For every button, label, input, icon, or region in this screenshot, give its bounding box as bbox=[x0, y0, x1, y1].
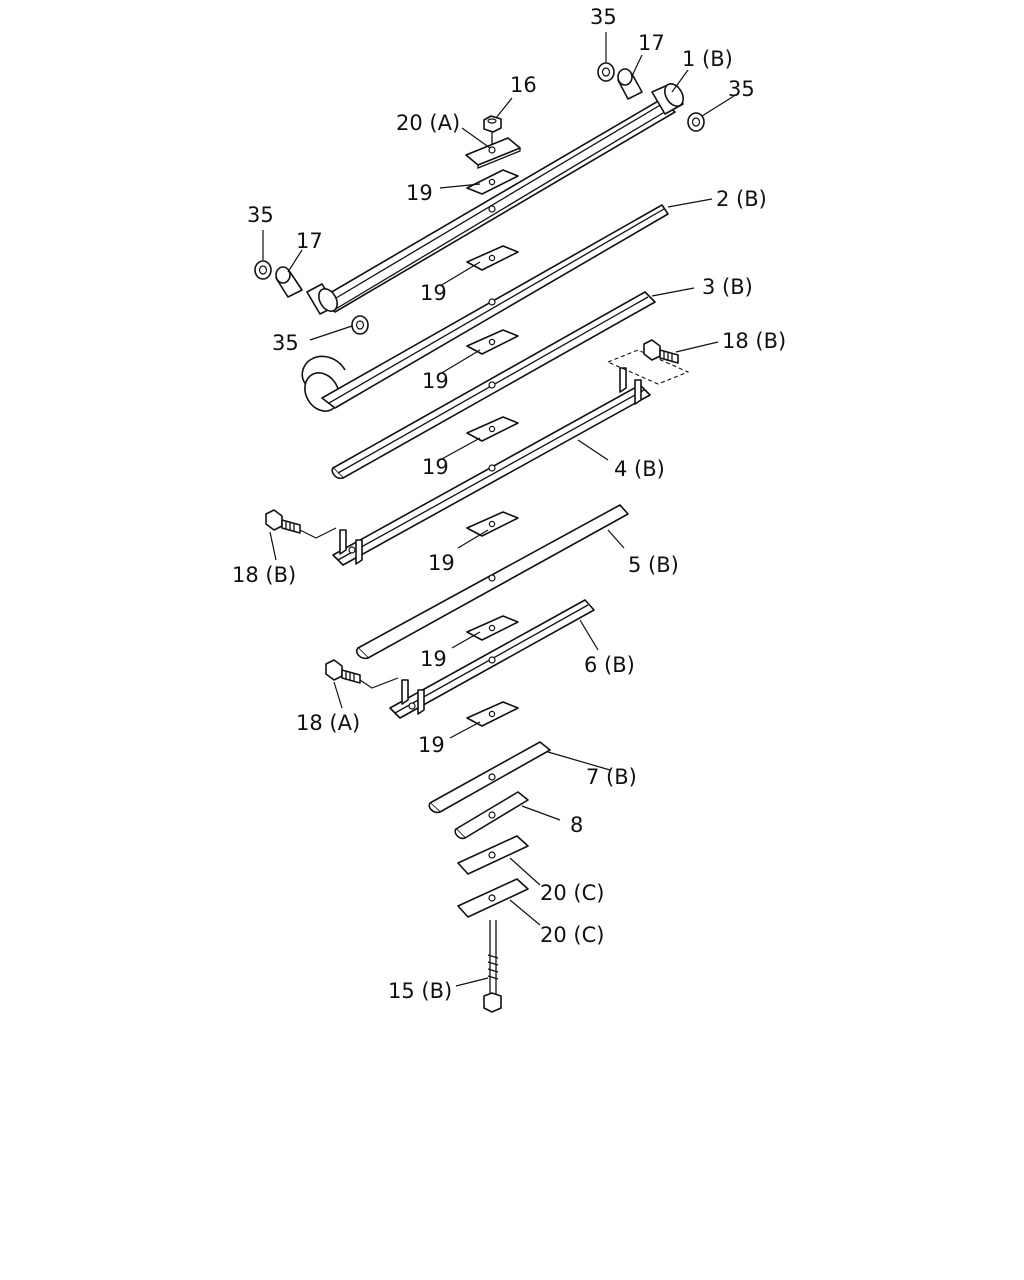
liner-19-a bbox=[466, 169, 519, 195]
washer-35-left bbox=[254, 260, 272, 280]
label-19-b: 19 bbox=[420, 281, 447, 305]
washer-35-right bbox=[687, 112, 705, 132]
liner-19-e bbox=[466, 511, 519, 537]
plate-20a bbox=[465, 137, 521, 169]
washer-35-top bbox=[597, 62, 615, 82]
spacer-20c-upper bbox=[457, 835, 529, 875]
label-19-a: 19 bbox=[406, 181, 433, 205]
spacer-20c-lower bbox=[457, 878, 529, 918]
leaf-8 bbox=[454, 791, 529, 840]
label-20c-upper: 20 (C) bbox=[540, 881, 604, 905]
label-1b: 1 (B) bbox=[682, 47, 733, 71]
liner-19-b bbox=[466, 245, 519, 271]
washer-35-bottom bbox=[351, 315, 369, 335]
leaf-5 bbox=[355, 504, 629, 660]
label-19-e: 19 bbox=[428, 551, 455, 575]
clip-bolt-18a bbox=[325, 659, 399, 689]
part-labels: 35 17 1 (B) 35 16 20 (A) 19 2 (B) 35 17 … bbox=[232, 5, 786, 1003]
label-3b: 3 (B) bbox=[702, 275, 753, 299]
bushing-eye-front bbox=[306, 283, 338, 315]
label-35-bottom: 35 bbox=[272, 331, 299, 355]
liner-19-c bbox=[466, 329, 519, 355]
label-17-top: 17 bbox=[638, 31, 665, 55]
clip-bolt-18b-left bbox=[265, 509, 337, 539]
label-19-f: 19 bbox=[420, 647, 447, 671]
leaf-7 bbox=[428, 741, 551, 814]
leaf-eye-curl bbox=[301, 355, 346, 412]
liner-19-d bbox=[466, 416, 519, 442]
bushing-17-left bbox=[275, 266, 303, 298]
label-35-left: 35 bbox=[247, 203, 274, 227]
label-6b: 6 (B) bbox=[584, 653, 635, 677]
bushing-eye-rear bbox=[651, 83, 684, 115]
label-5b: 5 (B) bbox=[628, 553, 679, 577]
leaf-6 bbox=[389, 599, 595, 719]
clip-bolt-18b-right bbox=[643, 339, 679, 364]
label-18b-right: 18 (B) bbox=[722, 329, 786, 353]
clip-box-rear bbox=[606, 349, 690, 385]
label-2b: 2 (B) bbox=[716, 187, 767, 211]
label-35-top: 35 bbox=[590, 5, 617, 29]
label-8: 8 bbox=[570, 813, 583, 837]
label-4b: 4 (B) bbox=[614, 457, 665, 481]
label-17-left: 17 bbox=[296, 229, 323, 253]
label-18a: 18 (A) bbox=[296, 711, 360, 735]
liner-19-g bbox=[466, 701, 519, 727]
leaf-2 bbox=[321, 204, 669, 409]
leaf-1-main bbox=[317, 99, 676, 313]
liner-19-f bbox=[466, 615, 519, 641]
label-19-g: 19 bbox=[418, 733, 445, 757]
leaf-4 bbox=[332, 367, 651, 566]
nut-16 bbox=[483, 115, 502, 148]
label-15b: 15 (B) bbox=[388, 979, 452, 1003]
label-16: 16 bbox=[510, 73, 537, 97]
center-bolt bbox=[483, 920, 502, 1013]
leaf-3 bbox=[331, 291, 656, 480]
label-20a: 20 (A) bbox=[396, 111, 460, 135]
label-19-c: 19 bbox=[422, 369, 449, 393]
label-20c-lower: 20 (C) bbox=[540, 923, 604, 947]
leader-lines bbox=[262, 32, 735, 987]
label-35-right: 35 bbox=[728, 77, 755, 101]
label-18b-left: 18 (B) bbox=[232, 563, 296, 587]
label-19-d: 19 bbox=[422, 455, 449, 479]
label-7b: 7 (B) bbox=[586, 765, 637, 789]
bushing-17-top bbox=[617, 68, 643, 100]
